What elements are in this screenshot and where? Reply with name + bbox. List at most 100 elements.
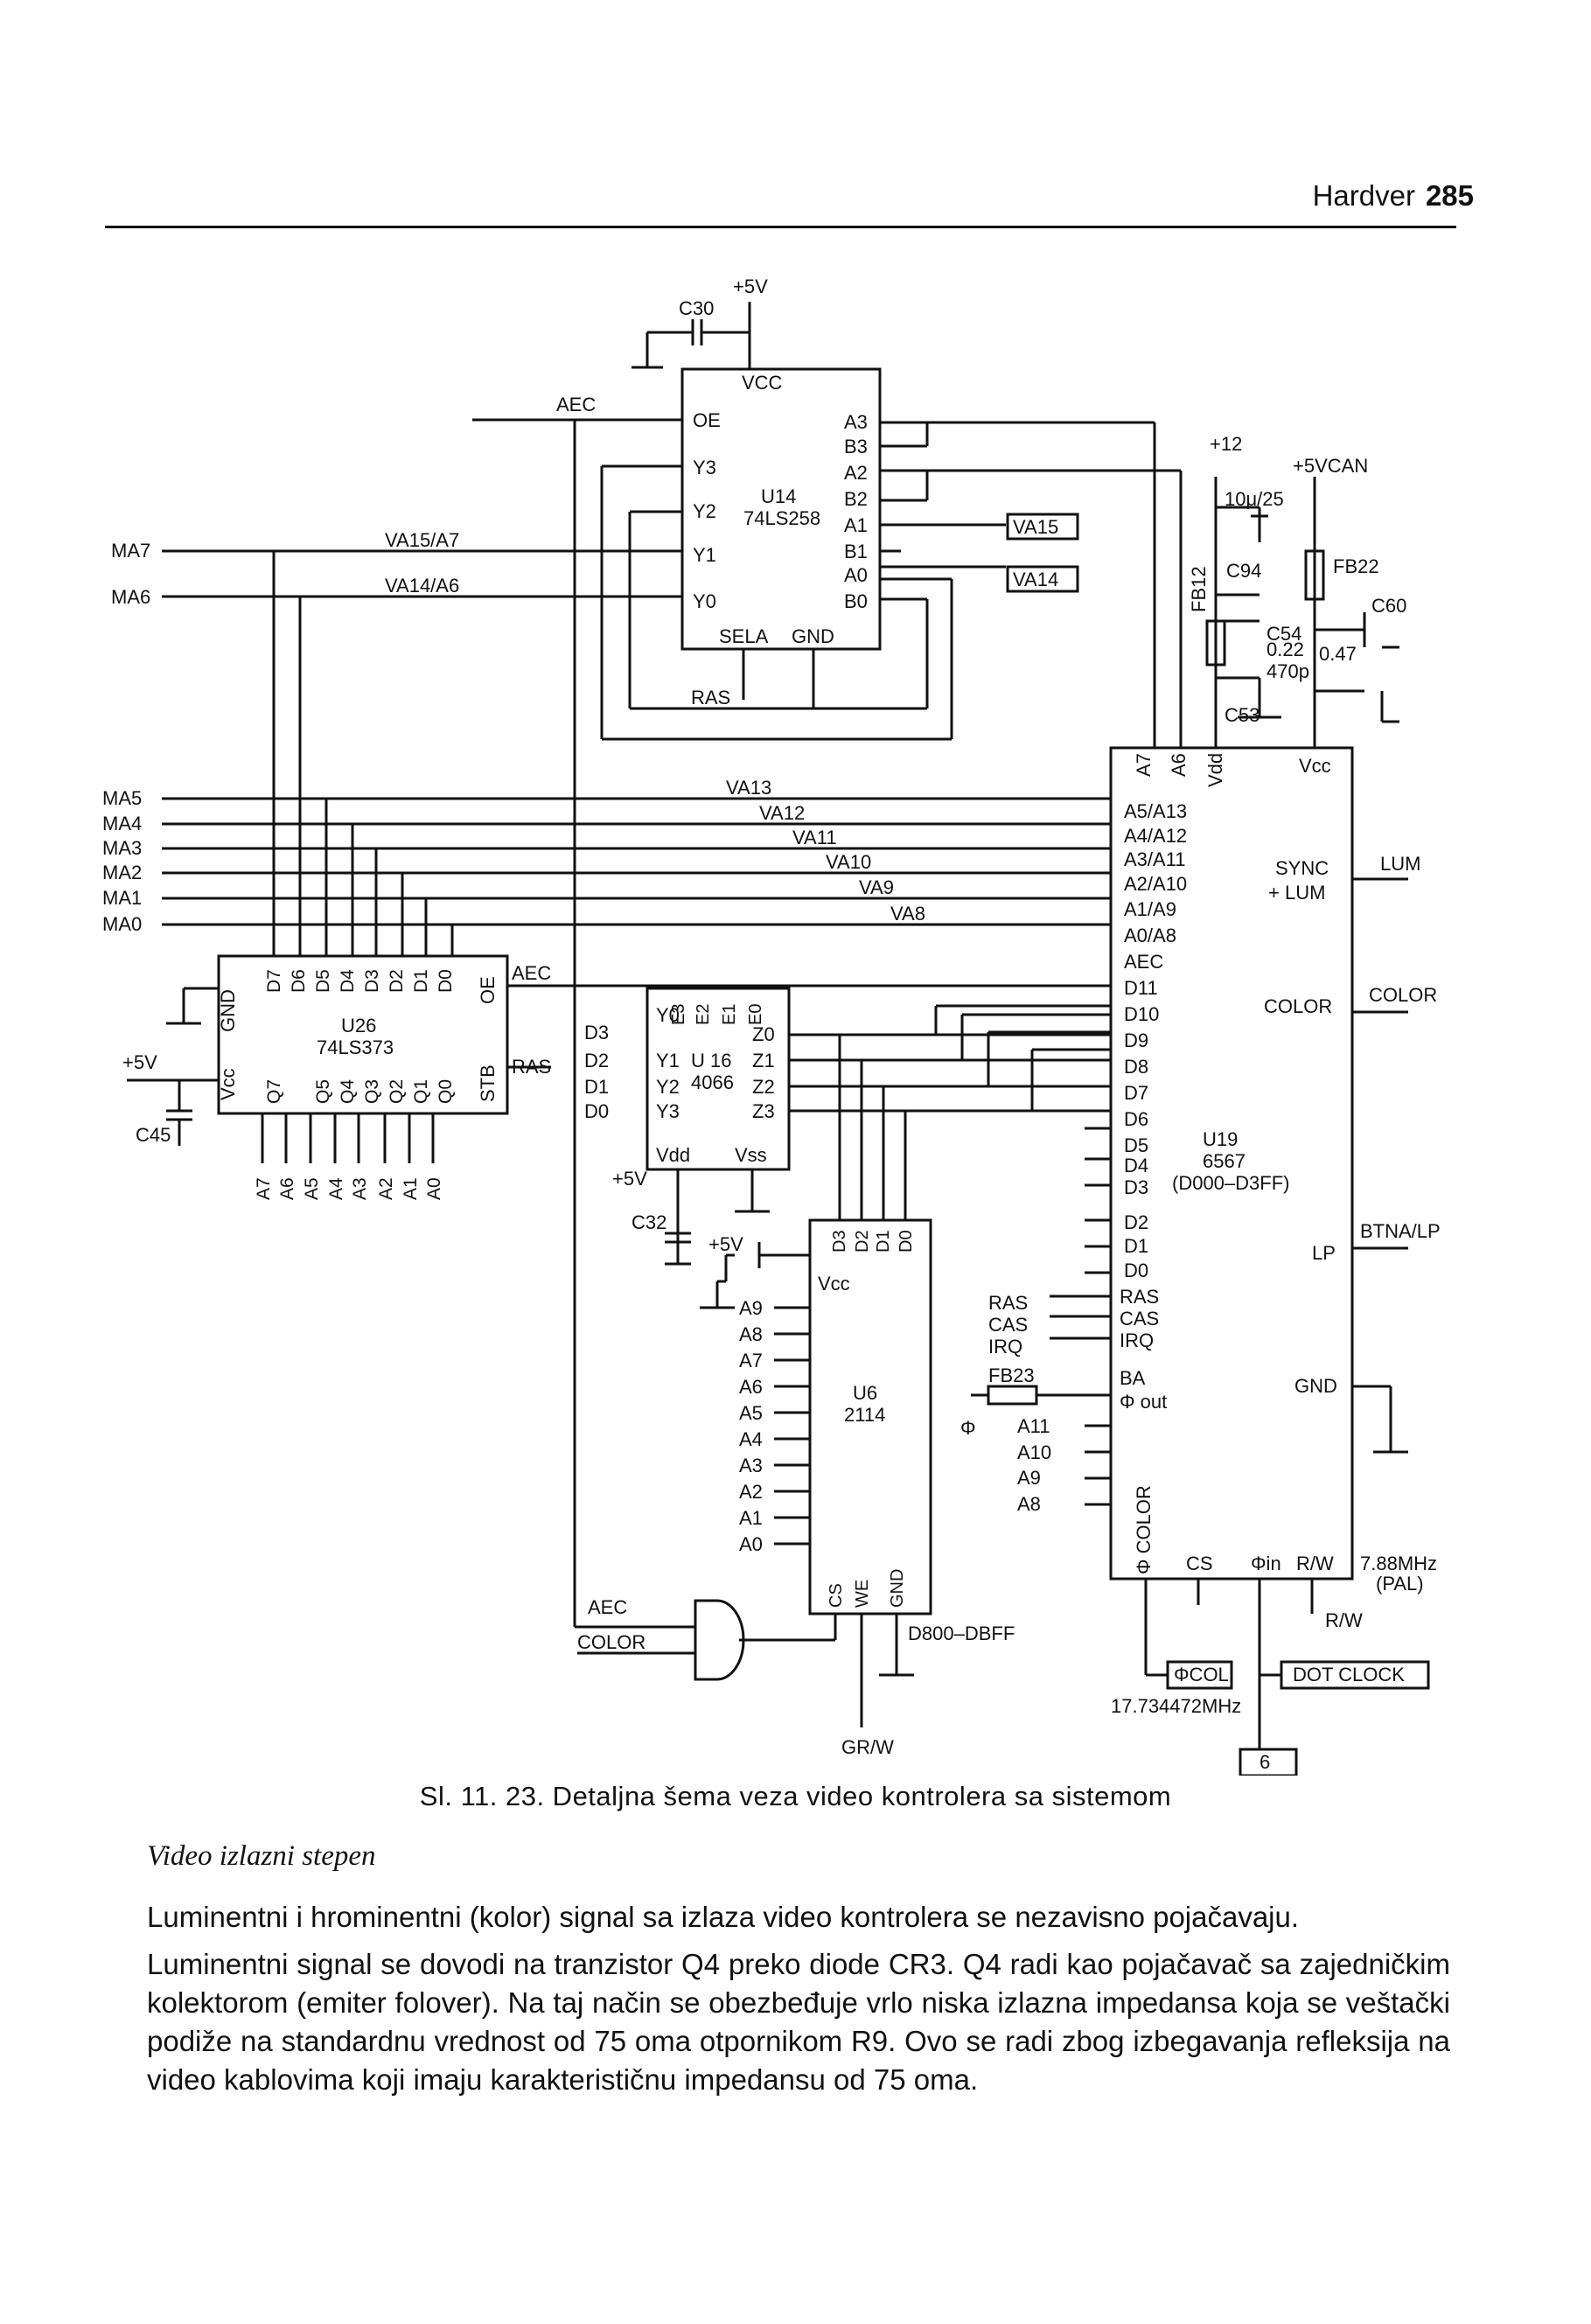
u26-pin-d1: D1 (411, 969, 431, 993)
freq-col: 17.734472MHz (1111, 1695, 1241, 1717)
u6-a7: A7 (739, 1350, 763, 1371)
u16-vdd: Vdd (656, 1144, 690, 1166)
page-header: Hardver 285 (1273, 179, 1474, 213)
paragraph-2: Luminentni signal se dovodi na tranzisto… (147, 1948, 1450, 2096)
u6-grw: GR/W (841, 1736, 894, 1758)
u19-aec: AEC (1124, 951, 1163, 973)
u19-d4: D4 (1124, 1155, 1148, 1176)
fb12-label: FB12 (1188, 566, 1210, 612)
u6-part: 2114 (844, 1404, 885, 1426)
u6-a6: A6 (739, 1376, 763, 1398)
gate-aec: AEC (588, 1596, 627, 1618)
phi-label: Φ (960, 1417, 976, 1439)
u19-d11: D11 (1124, 977, 1158, 999)
u26-pin-d3: D3 (362, 969, 382, 993)
u6-a3: A3 (739, 1455, 763, 1476)
u6-pin-gnd: GND (888, 1569, 907, 1608)
u19-sync: SYNC (1275, 857, 1329, 879)
u19-cas: CAS (1120, 1308, 1159, 1329)
u6-pin-d0: D0 (897, 1230, 916, 1253)
u14-a0: A0 (844, 564, 868, 586)
page-number: 285 (1425, 179, 1474, 212)
u26-out-a2: A2 (376, 1177, 396, 1200)
plus5vcan-label: +5VCAN (1293, 455, 1368, 477)
u19-d1: D1 (1124, 1235, 1148, 1257)
u6-pin-d1: D1 (874, 1230, 893, 1253)
header-section: Hardver (1312, 179, 1415, 212)
pal-label: (PAL) (1376, 1573, 1424, 1595)
u19-chip (1109, 746, 1354, 1581)
c32-label: C32 (632, 1211, 666, 1233)
u16-z2: Z2 (752, 1076, 775, 1098)
u19-d7: D7 (1124, 1082, 1148, 1104)
u14-y1: Y1 (693, 544, 716, 566)
u16-chip (645, 987, 791, 1171)
u26-ras: RAS (512, 1056, 551, 1078)
u14-a2: A2 (844, 462, 868, 484)
u19-d9: D9 (1124, 1029, 1148, 1051)
u19-lp: LP (1312, 1242, 1336, 1264)
u26-out-a3: A3 (350, 1177, 370, 1200)
c94-label: C94 (1226, 560, 1261, 582)
va12-label: VA12 (759, 802, 805, 824)
cap-047: 0.47 (1319, 643, 1357, 665)
u19-a7: A7 (1133, 753, 1155, 777)
u6-range: D800–DBFF (908, 1623, 1015, 1644)
u19-ba: BA (1120, 1367, 1146, 1389)
u26-pin-q4: Q4 (338, 1079, 358, 1104)
u6-pin-d2: D2 (853, 1230, 872, 1253)
c60-label: C60 (1371, 595, 1406, 617)
paragraph-1: Luminentni i hrominentni (kolor) signal … (147, 1901, 1300, 1933)
u19-a4a12: A4/A12 (1124, 825, 1187, 847)
u26-plus5v: +5V (122, 1051, 157, 1073)
u6-a8: A8 (739, 1323, 763, 1345)
fb23-label: FB23 (988, 1364, 1035, 1386)
u16-plus5v: +5V (612, 1168, 647, 1190)
u14-ras: RAS (691, 687, 730, 708)
fb22-label: FB22 (1333, 555, 1379, 577)
ma1-label: MA1 (102, 887, 142, 909)
u19-a6: A6 (1168, 753, 1190, 777)
u26-pin-d2: D2 (387, 969, 407, 993)
u19-d0: D0 (1124, 1260, 1148, 1281)
u6-a2: A2 (739, 1481, 763, 1503)
body-text: Luminentni i hrominentni (kolor) signal … (147, 1898, 1450, 2108)
u6-pin-we: WE (853, 1580, 872, 1608)
u19-a2a10: A2/A10 (1124, 873, 1187, 895)
u14-y0: Y0 (693, 590, 716, 612)
u14-part: 74LS258 (743, 507, 820, 529)
u19-a10: A10 (1017, 1441, 1051, 1463)
ext-cas: CAS (988, 1314, 1028, 1336)
u26-chip (217, 954, 509, 1115)
u19-a0a8: A0/A8 (1124, 925, 1176, 946)
u19-d5: D5 (1124, 1134, 1148, 1156)
u19-a8: A8 (1017, 1493, 1041, 1515)
u26-out-a7: A7 (254, 1177, 274, 1200)
u26-pin-d5: D5 (313, 969, 333, 993)
u6-a5: A5 (739, 1402, 763, 1424)
u19-rw: R/W (1296, 1553, 1334, 1574)
u6-vcc: Vcc (818, 1273, 850, 1295)
u19-a1a9: A1/A9 (1124, 898, 1176, 920)
c53-label: C53 (1225, 704, 1260, 726)
va13-label: VA13 (726, 777, 771, 799)
ma0-label: MA0 (102, 913, 142, 935)
u26-gnd: GND (217, 989, 239, 1032)
u6-pin-cs: CS (827, 1583, 846, 1608)
u14-chip (680, 367, 882, 651)
six-box: 6 (1260, 1751, 1270, 1773)
u6-a1: A1 (739, 1507, 763, 1529)
u26-pin-q0: Q0 (436, 1079, 456, 1104)
u19-d8: D8 (1124, 1056, 1148, 1078)
u19-a11: A11 (1017, 1415, 1050, 1437)
cap-022: 0.22 (1267, 639, 1304, 660)
u19-phi-out: Φ out (1120, 1391, 1167, 1413)
u16-y3: Y3 (656, 1100, 680, 1122)
va11-label: VA11 (792, 827, 837, 848)
u14-b1: B1 (844, 541, 868, 562)
c30-label: C30 (679, 297, 714, 319)
u14-a1: A1 (844, 514, 868, 536)
u14-b3: B3 (844, 436, 868, 457)
u19-d6: D6 (1124, 1108, 1148, 1130)
aec-top: AEC (556, 394, 596, 415)
